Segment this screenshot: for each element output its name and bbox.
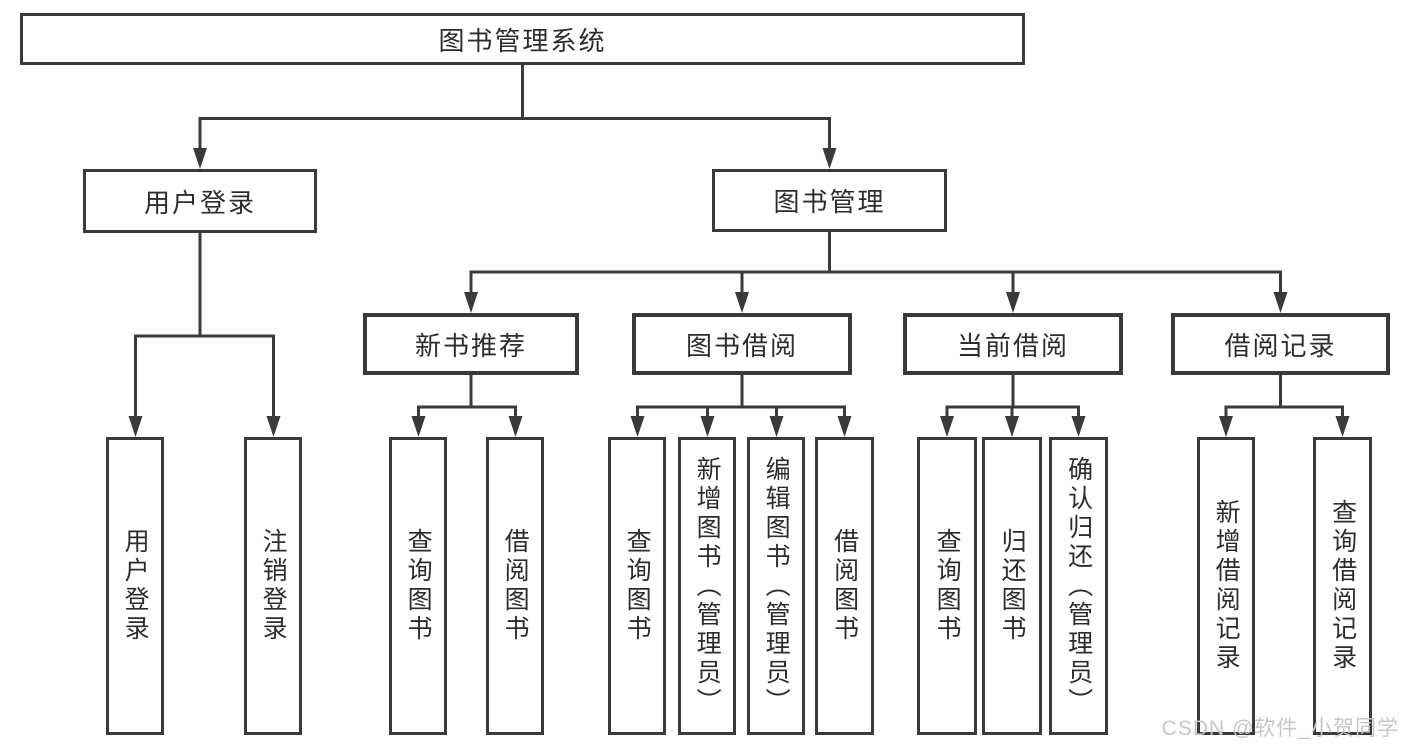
node-br-add-record: 新增借阅记录 [1197, 437, 1255, 735]
node-label: 查询图书 [933, 528, 962, 644]
node-user-login-leaf: 用户登录 [106, 437, 164, 735]
node-label: 新增图书（管理员） [693, 455, 722, 717]
node-bb-query-books: 查询图书 [608, 437, 666, 735]
node-label: 确认归还（管理员） [1064, 455, 1093, 717]
node-label: 新增借阅记录 [1212, 499, 1241, 673]
node-label: 借阅记录 [1224, 330, 1337, 361]
node-logout: 注销登录 [244, 437, 302, 735]
node-cb-confirm-return-admin: 确认归还（管理员） [1049, 437, 1108, 735]
node-library-management-system: 图书管理系统 [20, 13, 1025, 65]
node-bb-edit-books-admin: 编辑图书（管理员） [747, 437, 805, 735]
node-user-login: 用户登录 [83, 169, 317, 233]
arrowheads [128, 148, 1350, 437]
node-label: 用户登录 [143, 187, 256, 218]
node-br-query-record: 查询借阅记录 [1313, 437, 1372, 735]
node-label: 借阅图书 [501, 528, 530, 644]
node-book-borrowing: 图书借阅 [632, 313, 852, 375]
node-label: 用户登录 [121, 528, 150, 644]
node-bb-add-books-admin: 新增图书（管理员） [678, 437, 736, 735]
node-nb-borrow-books: 借阅图书 [486, 437, 544, 735]
node-current-borrowing: 当前借阅 [903, 313, 1123, 375]
node-label: 归还图书 [998, 528, 1027, 644]
node-label: 查询图书 [404, 528, 433, 644]
node-cb-query-books: 查询图书 [917, 437, 977, 735]
node-book-management: 图书管理 [712, 169, 947, 232]
node-label: 注销登录 [259, 528, 288, 644]
node-cb-return-books: 归还图书 [982, 437, 1042, 735]
node-label: 图书管理系统 [438, 25, 607, 56]
node-nb-query-books: 查询图书 [389, 437, 447, 735]
node-label: 借阅图书 [830, 528, 859, 644]
node-label: 当前借阅 [956, 330, 1069, 361]
node-label: 查询借阅记录 [1328, 499, 1357, 673]
node-borrow-records: 借阅记录 [1171, 313, 1390, 375]
node-label: 编辑图书（管理员） [762, 455, 791, 717]
node-label: 新书推荐 [414, 330, 527, 361]
node-label: 查询图书 [623, 528, 652, 644]
node-bb-borrow-books: 借阅图书 [815, 437, 874, 735]
csdn-watermark: CSDN @软件_小贺同学 [1161, 717, 1399, 740]
node-label: 图书管理 [773, 187, 886, 217]
node-label: 图书借阅 [685, 330, 798, 361]
node-new-book-recommend: 新书推荐 [363, 313, 579, 375]
